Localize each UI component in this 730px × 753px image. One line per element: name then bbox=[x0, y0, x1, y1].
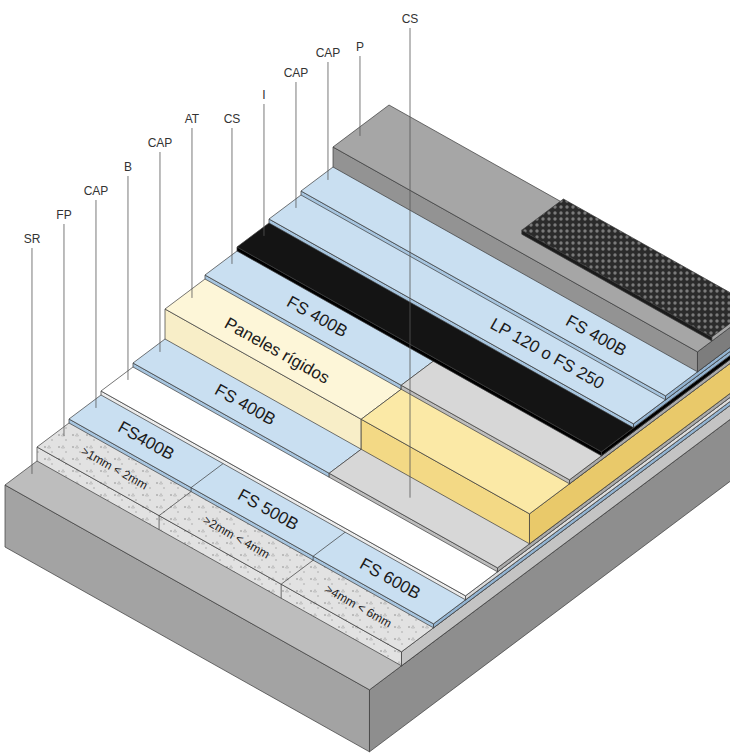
layer-top-face bbox=[301, 125, 730, 396]
callout-letter: CAP bbox=[84, 184, 109, 198]
callout-letter: FP bbox=[56, 208, 71, 222]
callout-letter: B bbox=[124, 160, 132, 174]
leader-line bbox=[127, 176, 128, 380]
leader-line bbox=[63, 224, 64, 436]
leader-line bbox=[31, 248, 32, 474]
callout-letter: CAP bbox=[284, 66, 309, 80]
drain-mat-top bbox=[522, 199, 730, 337]
leader-line bbox=[359, 56, 360, 136]
callout-letter: CS bbox=[224, 112, 241, 126]
leader-line bbox=[191, 128, 192, 298]
callout-letter: CAP bbox=[316, 46, 341, 60]
leader-line bbox=[295, 82, 296, 208]
callout-letter: AT bbox=[185, 112, 199, 126]
leader-line bbox=[159, 152, 160, 352]
leader-line bbox=[410, 28, 411, 498]
leader-line bbox=[231, 128, 232, 264]
callout-letter: SR bbox=[24, 232, 41, 246]
layer-top-face bbox=[333, 105, 730, 352]
leader-line bbox=[327, 62, 328, 180]
callout-letter: CS bbox=[402, 12, 419, 26]
callout-letter: CAP bbox=[148, 136, 173, 150]
leader-line bbox=[95, 200, 96, 408]
callout-letter: I bbox=[262, 88, 265, 102]
leader-line bbox=[263, 104, 264, 236]
callout-letter: P bbox=[356, 40, 364, 54]
